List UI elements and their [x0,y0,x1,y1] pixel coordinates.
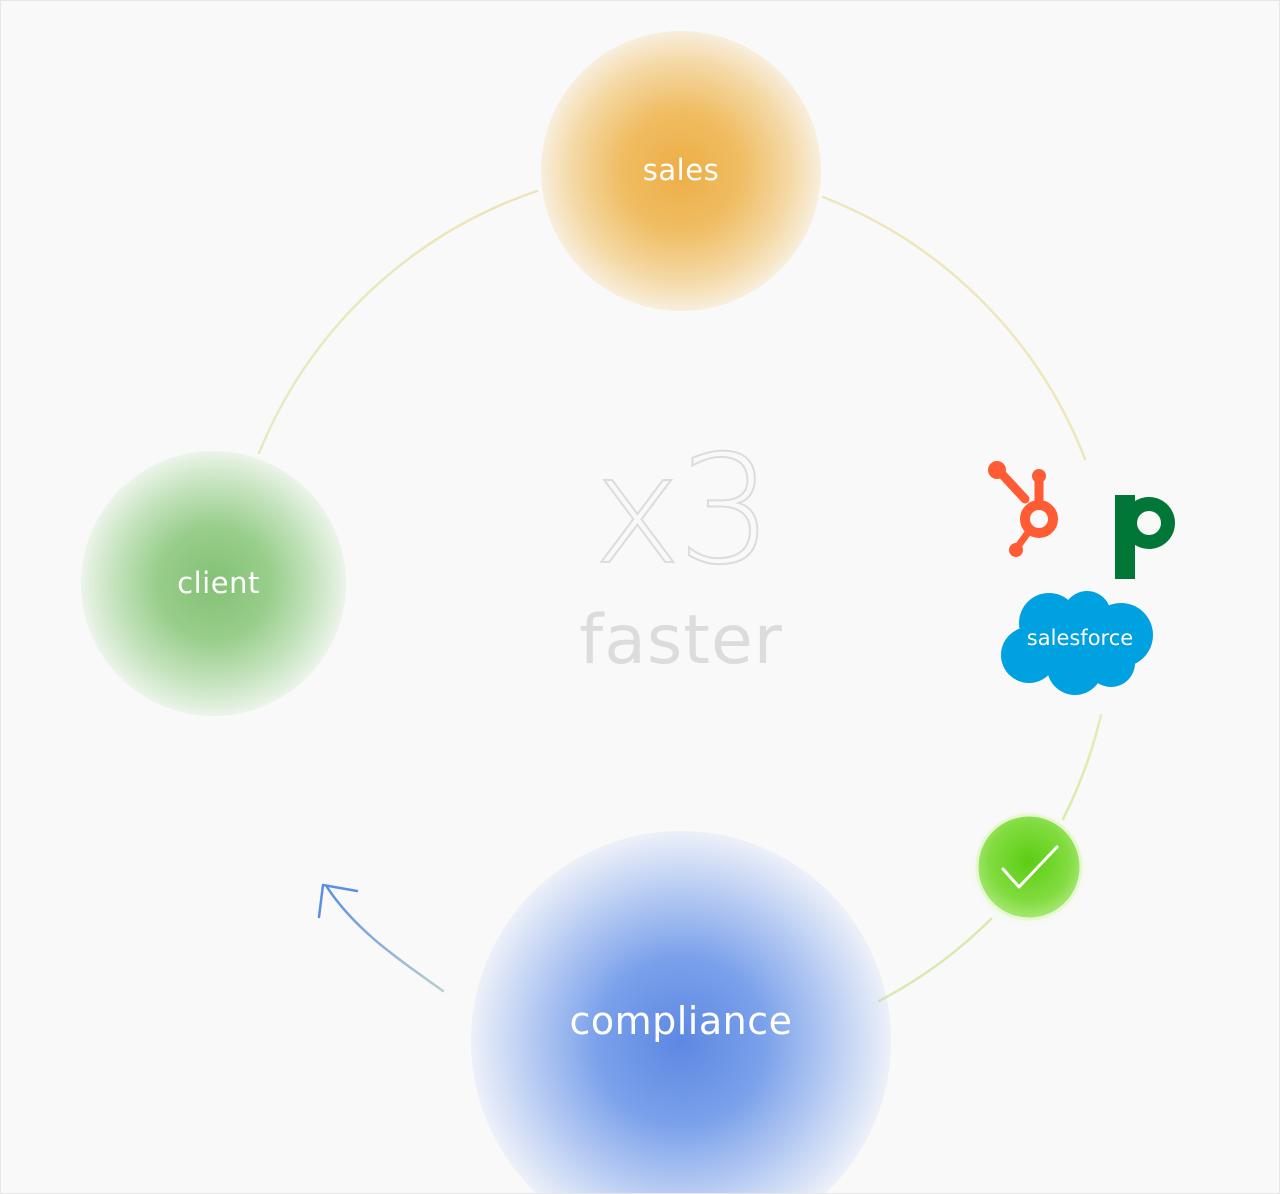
sales-node [541,31,821,311]
client-label: client [177,566,260,600]
ring-segment-sales-integrations [821,195,1087,461]
ring-segment-check-compliance [877,917,993,1003]
compliance-label: compliance [569,999,793,1043]
arrow-icon [317,883,445,993]
salesforce-wordmark: salesforce [1027,626,1133,650]
speed-caption: faster [579,601,783,680]
compliance-node [471,831,891,1193]
speed-multiplier: x3 [592,424,774,598]
sales-label: sales [642,153,720,187]
client-node [81,451,346,716]
pipedrive-logo [1115,495,1175,579]
salesforce-logo: salesforce [1001,591,1153,695]
ring-segment-integrations-check [1061,713,1103,821]
hubspot-logo [988,461,1058,557]
check-icon [969,809,1089,929]
ring-segment-client-sales [257,189,539,455]
